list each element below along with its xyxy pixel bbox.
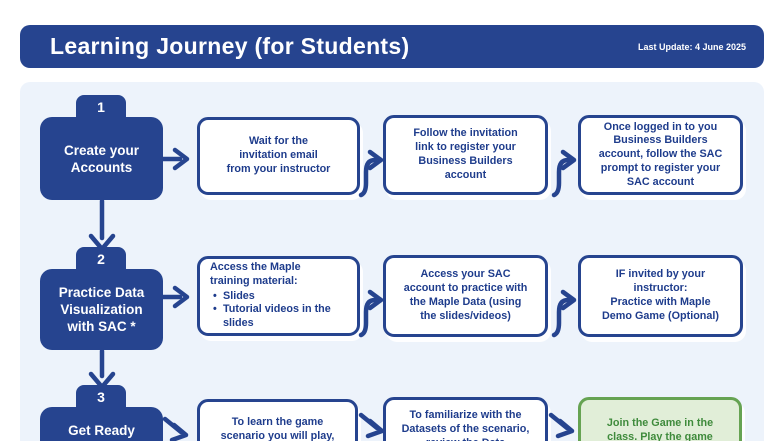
- process-box-wait-invitation: Wait for the invitation email from your …: [197, 117, 360, 195]
- process-box-text: Once logged in to you Business Builders …: [598, 120, 723, 188]
- title-bar: Learning Journey (for Students) Last Upd…: [20, 25, 764, 68]
- diagonal-down-right-arrow-icon: [358, 412, 385, 439]
- process-box-demo-game: IF invited by your instructor: Practice …: [578, 255, 743, 337]
- process-box-datasets: To familiarize with the Datasets of the …: [383, 397, 548, 441]
- step-3-number: 3: [97, 389, 105, 405]
- step-1-number: 1: [97, 99, 105, 115]
- step-2-number: 2: [97, 251, 105, 267]
- process-box-text: Join the Game in the class. Play the gam…: [606, 417, 714, 441]
- process-box-game-scenario: To learn the game scenario you will play…: [197, 399, 358, 441]
- process-box-follow-link: Follow the invitation link to register y…: [383, 115, 548, 195]
- last-update-label: Last Update: 4 June 2025: [637, 41, 746, 52]
- process-box-register-sac: Once logged in to you Business Builders …: [578, 115, 743, 195]
- step-3-label: Get Ready to Play: [68, 423, 135, 441]
- step-2-label: Practice Data Visualization with SAC *: [58, 285, 145, 334]
- page-title: Learning Journey (for Students): [50, 33, 410, 59]
- process-box-text: Wait for the invitation email from your …: [226, 135, 331, 175]
- step-2-box: Practice Data Visualization with SAC *: [40, 269, 163, 350]
- step-3-box: Get Ready to Play: [40, 407, 163, 441]
- process-box-text: Follow the invitation link to register y…: [413, 127, 518, 181]
- right-arrow-icon: [159, 285, 190, 309]
- down-arrow-icon: [88, 198, 116, 252]
- training-material-bullets: Slides Tutorial videos in the slides: [210, 290, 351, 331]
- bullet-item: Slides: [210, 290, 351, 304]
- step-1-label: Create your Accounts: [63, 142, 140, 175]
- process-box-training-material: Access the Maple training material: Slid…: [197, 256, 360, 336]
- down-arrow-icon: [88, 348, 116, 390]
- curved-up-right-arrow-icon: [358, 289, 384, 338]
- training-material-intro: Access the Maple training material:: [210, 261, 301, 287]
- diagonal-down-right-arrow-icon: [162, 416, 189, 441]
- process-box-text: IF invited by your instructor: Practice …: [602, 268, 719, 322]
- process-box-join-game: Join the Game in the class. Play the gam…: [578, 397, 742, 441]
- diagonal-down-right-arrow-icon: [548, 412, 575, 439]
- flowchart-panel: 1 Create your Accounts Wait for the invi…: [20, 82, 764, 441]
- step-1-box: Create your Accounts: [40, 117, 163, 200]
- process-box-text: To familiarize with the Datasets of the …: [401, 409, 530, 441]
- process-box-practice-sac: Access your SAC account to practice with…: [383, 255, 548, 337]
- process-box-text: Access your SAC account to practice with…: [403, 268, 528, 322]
- right-arrow-icon: [159, 147, 190, 171]
- bullet-item: Tutorial videos in the slides: [210, 303, 351, 331]
- curved-up-right-arrow-icon: [358, 149, 384, 198]
- curved-up-right-arrow-icon: [551, 149, 577, 198]
- curved-up-right-arrow-icon: [551, 289, 577, 338]
- process-box-text: To learn the game scenario you will play…: [220, 416, 335, 441]
